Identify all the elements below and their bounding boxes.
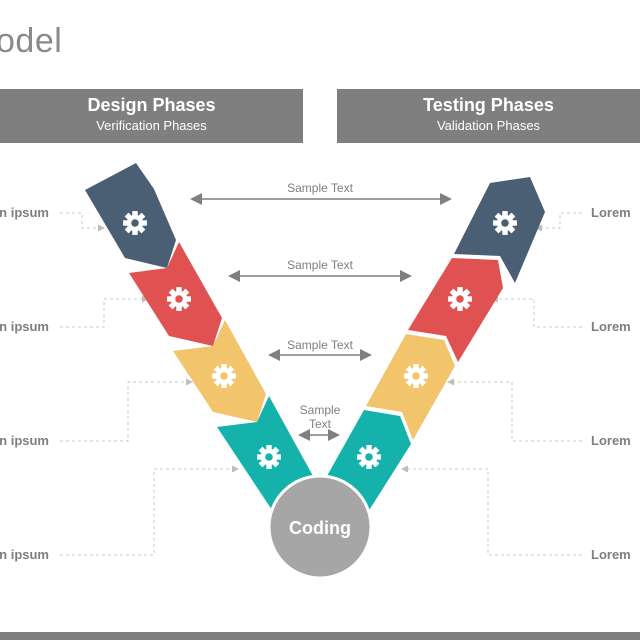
- right-label-1: Lorem: [591, 205, 631, 220]
- connector-label-1: Sample Text: [287, 181, 353, 195]
- testing-phases-subheading: Validation Phases: [436, 118, 541, 133]
- gear-icon: [357, 445, 381, 469]
- right-label-3: Lorem: [591, 433, 631, 448]
- right-label-4: Lorem: [591, 547, 631, 562]
- testing-phases-banner: Testing Phases Validation Phases: [337, 89, 640, 143]
- gear-icon: [493, 211, 517, 235]
- connector-label-2: Sample Text: [287, 258, 353, 272]
- testing-phases-heading: Testing Phases: [423, 95, 554, 115]
- connector-label-4a: Sample: [300, 403, 341, 417]
- gear-icon: [212, 364, 236, 388]
- left-label-3: n ipsum: [0, 433, 49, 448]
- gear-icon: [257, 445, 281, 469]
- gear-icon: [123, 211, 147, 235]
- testing-block-yellow: [366, 334, 455, 440]
- page-title: odel: [0, 22, 63, 60]
- left-label-4: n ipsum: [0, 547, 49, 562]
- right-connector-lines: [401, 212, 582, 556]
- connector-label-3: Sample Text: [287, 338, 353, 352]
- gear-icon: [404, 364, 428, 388]
- connector-label-4b: Text: [309, 417, 332, 431]
- coding-circle: [267, 474, 373, 580]
- left-label-1: n ipsum: [0, 205, 49, 220]
- bottom-bar: [0, 632, 640, 640]
- left-connector-lines: [60, 212, 239, 556]
- right-label-2: Lorem: [591, 319, 631, 334]
- gear-icon: [167, 287, 191, 311]
- design-phases-heading: Design Phases: [87, 95, 216, 115]
- coding-label: Coding: [289, 518, 351, 538]
- gear-icon: [448, 287, 472, 311]
- phase-arrows: [190, 193, 452, 441]
- testing-block-red: [408, 258, 503, 362]
- design-phases-subheading: Verification Phases: [96, 118, 207, 133]
- design-phases-banner: Design Phases Verification Phases: [0, 89, 303, 143]
- left-label-2: n ipsum: [0, 319, 49, 334]
